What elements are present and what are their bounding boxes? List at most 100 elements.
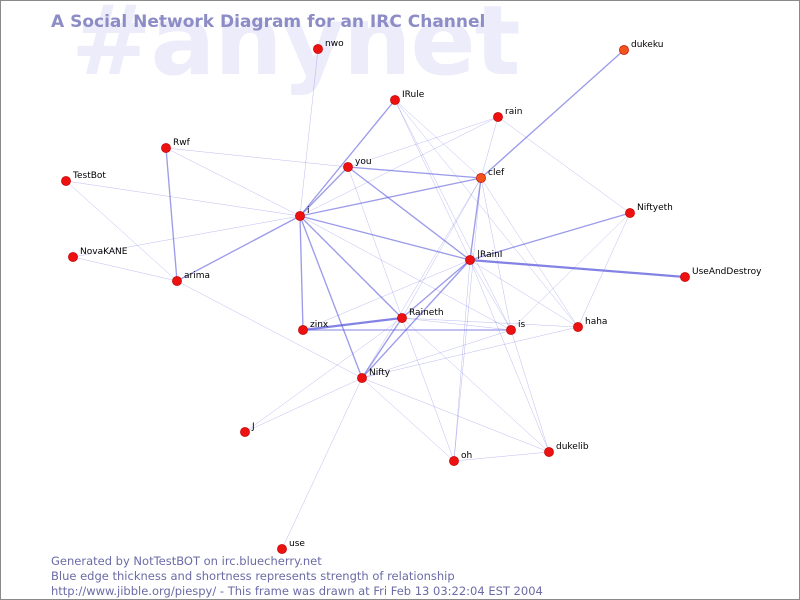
node-dot-Raineth	[397, 313, 407, 323]
node-label-oh: oh	[461, 451, 472, 461]
edge-IRule-is	[394, 99, 512, 331]
edge-Raineth-oh	[401, 317, 455, 462]
edge-Nifty-oh	[361, 377, 455, 462]
edge-IRainI-Raineth	[401, 259, 471, 319]
node-label-Nifty: Nifty	[369, 368, 391, 378]
node-IRule: IRule	[390, 90, 425, 105]
node-dot-nwo	[313, 44, 323, 54]
node-label-IRule: IRule	[402, 90, 425, 100]
node-label-i: i	[307, 206, 310, 216]
edge-i-NovaKANE	[72, 215, 301, 258]
node-label-Niftyeth: Niftyeth	[637, 203, 673, 213]
edge-Niftyeth-IRainI	[469, 212, 631, 261]
footer-url-timestamp: http://www.jibble.org/piespy/ - This fra…	[51, 584, 543, 598]
edge-i-Raineth	[299, 215, 403, 319]
node-label-NovaKANE: NovaKANE	[80, 247, 128, 257]
node-Niftyeth: Niftyeth	[625, 203, 673, 218]
edge-Raineth-J	[244, 317, 403, 433]
edge-IRule-haha	[394, 99, 579, 328]
node-is: is	[506, 320, 526, 335]
footer-info: Generated by NotTestBOT on irc.bluecherr…	[51, 554, 543, 599]
edge-Raineth-haha	[401, 317, 579, 328]
node-J: J	[240, 422, 255, 437]
node-use: use	[277, 539, 305, 554]
node-label-Raineth: Raineth	[409, 308, 444, 318]
node-dot-dukelib	[544, 447, 554, 457]
edge-IRainI-haha	[469, 259, 579, 328]
node-label-TestBot: TestBot	[72, 171, 106, 181]
edge-Rwf-you	[165, 147, 349, 168]
node-dot-Rwf	[161, 143, 171, 153]
edge-clef-is	[480, 177, 512, 331]
edge-Niftyeth-is	[510, 212, 631, 331]
node-rain: rain	[493, 107, 522, 122]
diagram-title: A Social Network Diagram for an IRC Chan…	[51, 12, 486, 32]
node-label-use: use	[289, 539, 305, 549]
node-dot-IRule	[390, 95, 400, 105]
node-clef: clef	[476, 168, 505, 183]
edge-you-IRainI	[347, 166, 471, 261]
edge-IRainI-oh	[453, 259, 471, 462]
edge-you-i	[299, 166, 349, 217]
edge-IRule-IRainI	[394, 99, 471, 261]
node-dukeku: dukeku	[619, 40, 663, 55]
node-label-nwo: nwo	[325, 39, 344, 49]
node-TestBot: TestBot	[61, 171, 106, 186]
edge-NovaKANE-arima	[72, 256, 178, 282]
edge-Rwf-i	[165, 147, 301, 217]
node-i: i	[295, 206, 310, 221]
node-dot-haha	[573, 322, 583, 332]
node-haha: haha	[573, 317, 607, 332]
node-Nifty: Nifty	[357, 368, 391, 383]
node-label-dukelib: dukelib	[556, 442, 589, 452]
edge-Raineth-dukelib	[401, 317, 550, 453]
edge-Raineth-is	[401, 317, 512, 331]
edge-i-IRainI	[299, 215, 471, 261]
node-dot-Nifty	[357, 373, 367, 383]
edge-dukeku-clef	[480, 49, 625, 179]
node-dot-NovaKANE	[68, 252, 78, 262]
edge-clef-haha	[480, 177, 579, 328]
node-you: you	[343, 157, 372, 172]
edge-rain-Niftyeth	[497, 116, 631, 214]
edge-Nifty-dukelib	[361, 377, 550, 453]
edge-IRainI-is	[469, 259, 512, 331]
edge-clef-Nifty	[361, 177, 482, 379]
node-dukelib: dukelib	[544, 442, 589, 457]
edge-nwo-i	[299, 48, 319, 217]
edge-zinx-Raineth	[302, 316, 403, 332]
edge-IRainI-UseAndDestroy	[469, 258, 686, 279]
edge-rain-clef	[480, 116, 499, 179]
edge-rain-i	[299, 116, 499, 217]
node-dot-arima	[172, 276, 182, 286]
node-oh: oh	[449, 451, 472, 466]
node-dot-oh	[449, 456, 459, 466]
node-dot-dukeku	[619, 45, 629, 55]
edge-clef-i	[299, 177, 482, 217]
node-label-zinx: zinx	[310, 320, 329, 330]
edge-IRule-i	[299, 99, 396, 217]
node-label-rain: rain	[505, 107, 522, 117]
edge-haha-Nifty	[361, 326, 579, 379]
edge-IRainI-zinx	[302, 259, 471, 331]
edge-Rwf-arima	[165, 147, 178, 282]
edge-clef-Raineth	[401, 177, 482, 319]
node-label-is: is	[518, 320, 526, 330]
node-label-dukeku: dukeku	[631, 40, 663, 50]
node-dot-use	[277, 544, 287, 554]
node-UseAndDestroy: UseAndDestroy	[680, 267, 762, 282]
node-label-arima: arima	[184, 271, 210, 281]
node-dot-Niftyeth	[625, 208, 635, 218]
edge-oh-dukelib	[453, 451, 550, 462]
node-dot-UseAndDestroy	[680, 272, 690, 282]
node-dot-you	[343, 162, 353, 172]
node-label-IRainI: |RainI	[477, 250, 502, 260]
edge-TestBot-arima	[65, 180, 178, 282]
node-label-haha: haha	[585, 317, 607, 327]
node-zinx: zinx	[298, 320, 329, 335]
node-label-Rwf: Rwf	[173, 138, 191, 148]
node-dot-IRainI	[465, 255, 475, 265]
node-Rwf: Rwf	[161, 138, 191, 153]
